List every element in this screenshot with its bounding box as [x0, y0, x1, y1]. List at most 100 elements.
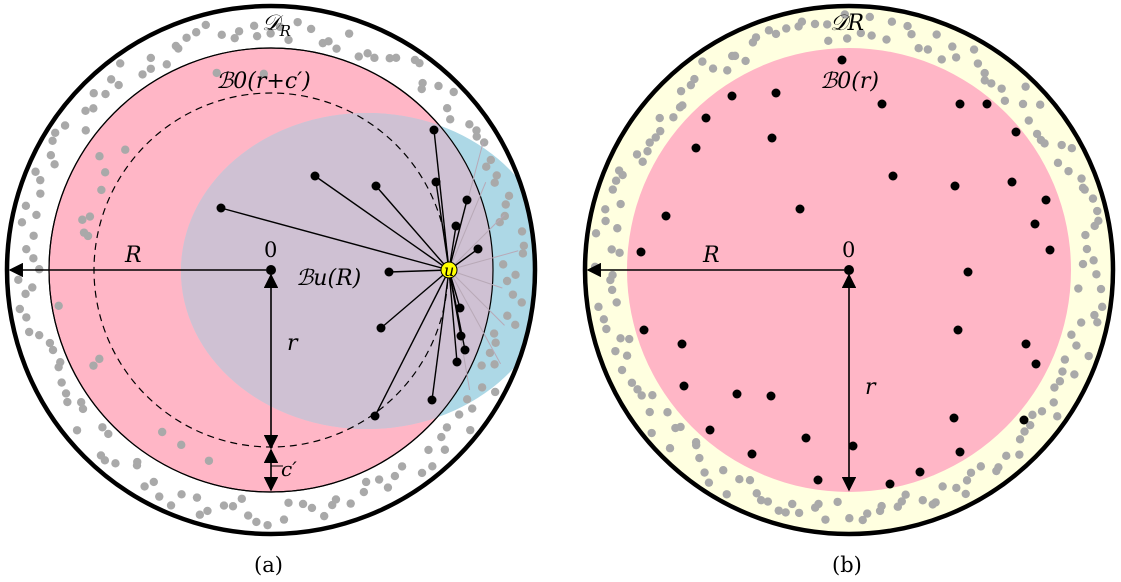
- gray-point: [57, 378, 66, 387]
- gray-point: [96, 451, 106, 460]
- gray-point: [797, 17, 807, 26]
- inner-point: [1045, 245, 1055, 255]
- gray-point: [1093, 318, 1102, 327]
- gray-point: [508, 290, 518, 299]
- r-label-b: r: [865, 375, 877, 400]
- gray-point: [486, 155, 496, 165]
- gray-point: [676, 86, 686, 96]
- gray-point: [752, 489, 761, 498]
- gray-point: [502, 276, 512, 286]
- gray-point: [111, 459, 120, 468]
- gray-point: [1060, 355, 1070, 364]
- gray-point: [81, 106, 90, 116]
- gray-edge: [448, 269, 501, 365]
- gray-point: [980, 68, 989, 78]
- edge: [380, 269, 450, 329]
- neighbor-point: [310, 171, 320, 181]
- gray-point: [89, 89, 98, 98]
- gray-point: [1057, 140, 1066, 150]
- gray-point: [751, 33, 761, 42]
- gray-point: [454, 410, 464, 419]
- gray-point: [645, 138, 654, 147]
- gray-point: [648, 390, 657, 400]
- gray-point: [490, 387, 500, 397]
- gray-point: [511, 270, 520, 279]
- gray-point: [962, 476, 972, 485]
- gray-point: [612, 298, 621, 307]
- gray-point: [501, 200, 510, 209]
- inner-point: [771, 88, 781, 98]
- gray-point: [442, 104, 452, 113]
- gray-point: [263, 520, 272, 530]
- edge: [431, 269, 450, 401]
- gray-point: [98, 423, 107, 432]
- neighbor-point: [384, 267, 394, 277]
- gray-point: [1084, 351, 1093, 361]
- outer-disk-border-a: [4, 3, 538, 537]
- gray-point: [140, 482, 149, 491]
- gray-point: [951, 53, 961, 62]
- gray-point: [63, 397, 72, 407]
- gray-point: [1074, 284, 1083, 293]
- gray-point: [390, 471, 400, 481]
- neighbor-point: [462, 195, 472, 205]
- gray-point: [893, 502, 902, 511]
- gray-point: [36, 189, 45, 198]
- gray-point: [1020, 427, 1029, 436]
- neighbor-point: [473, 244, 483, 254]
- gray-point: [95, 354, 104, 364]
- inner-point: [705, 425, 715, 435]
- neighbor-point: [451, 221, 461, 231]
- gray-point: [719, 466, 728, 475]
- gray-point: [174, 44, 183, 53]
- gray-point: [966, 468, 976, 477]
- inner-point: [1030, 219, 1040, 229]
- gray-point: [503, 311, 512, 320]
- inner-point: [795, 204, 805, 214]
- gray-point: [669, 113, 678, 122]
- gray-point: [217, 30, 226, 40]
- gray-point: [647, 428, 656, 438]
- gray-point: [359, 487, 369, 497]
- caption-a: (a): [254, 553, 283, 577]
- gray-point: [29, 254, 38, 263]
- gray-point: [492, 171, 501, 180]
- gray-point: [1096, 284, 1106, 294]
- outer-disk-label-a: 𝒟R: [262, 11, 291, 40]
- gray-point: [601, 216, 610, 226]
- origin-label-b: 0: [842, 238, 855, 262]
- gray-point: [266, 29, 275, 38]
- gray-point: [498, 260, 508, 269]
- gray-point: [591, 229, 601, 238]
- gray-point: [833, 497, 842, 507]
- gray-point: [782, 24, 791, 33]
- inner-point: [732, 389, 742, 399]
- gray-point: [417, 84, 426, 94]
- inner-point: [877, 99, 887, 109]
- node-u-label: u: [444, 261, 454, 280]
- gray-point: [24, 327, 34, 337]
- gray-point: [472, 126, 481, 135]
- gray-point: [201, 20, 210, 30]
- gray-point: [632, 150, 642, 159]
- gray-point: [490, 178, 499, 187]
- gray-point: [656, 126, 665, 136]
- origin-dot-a: [266, 265, 276, 275]
- gray-point: [617, 365, 627, 375]
- gray-point: [997, 84, 1006, 93]
- gray-point: [821, 515, 830, 524]
- gray-point: [149, 477, 158, 487]
- inner-point: [1031, 359, 1041, 369]
- gray-point: [1090, 221, 1099, 231]
- gray-point: [146, 53, 156, 63]
- radius-label-a: R: [124, 243, 142, 268]
- inner-point: [1011, 127, 1021, 137]
- inner-point: [837, 55, 847, 65]
- black-dots-b: [636, 55, 1055, 489]
- gray-point: [730, 51, 740, 61]
- gray-point: [252, 517, 261, 527]
- gray-point: [1097, 302, 1107, 312]
- gray-point: [735, 475, 744, 484]
- gray-point: [887, 17, 897, 26]
- gray-point: [695, 453, 704, 463]
